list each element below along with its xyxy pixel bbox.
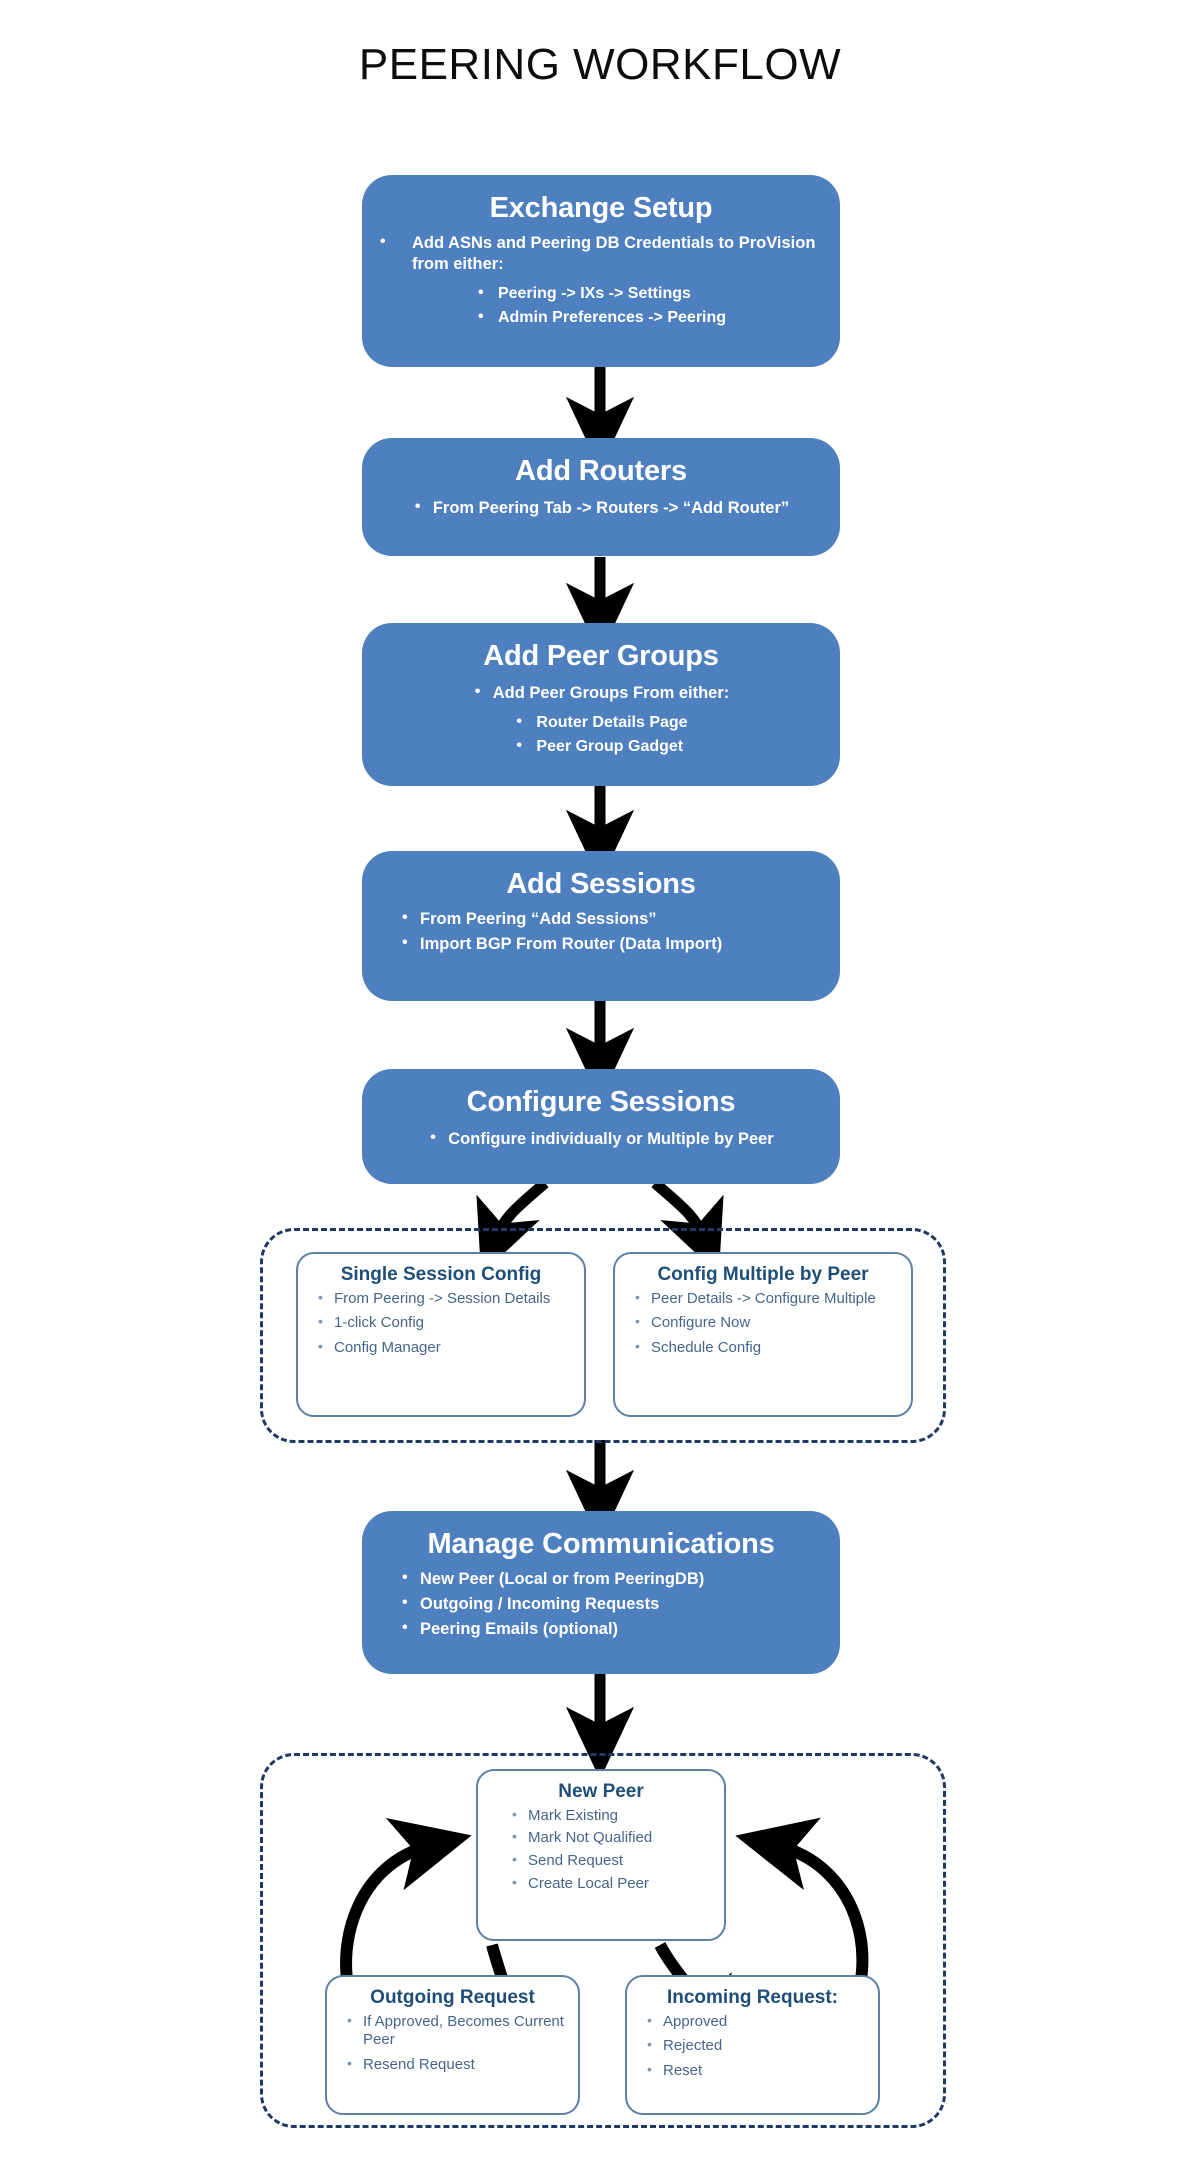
step-title: Configure Sessions — [466, 1086, 736, 1118]
step-title: Manage Communications — [427, 1528, 775, 1560]
bullet-list: Configure individually or Multiple by Pe… — [428, 1127, 773, 1154]
bullet-item: Approved — [645, 2012, 868, 2032]
bullet-item: Mark Not Qualified — [510, 1828, 714, 1848]
bullet-item: Peering Emails (optional) — [400, 1618, 824, 1640]
card-title: New Peer — [558, 1781, 644, 1802]
config-options-group — [260, 1228, 946, 1443]
page-title: PEERING WORKFLOW — [358, 40, 842, 89]
bullet-item: From Peering Tab -> Routers -> “Add Rout… — [413, 497, 789, 519]
step-title: Add Peer Groups — [483, 640, 719, 672]
card-title: Config Multiple by Peer — [657, 1264, 869, 1285]
bullet-wrap: Add Peer Groups From either: — [378, 681, 824, 708]
sub-bullet-item: Router Details Page — [514, 712, 687, 733]
bullet-list: From Peering Tab -> Routers -> “Add Rout… — [413, 496, 789, 523]
step-add-peer-groups[interactable]: Add Peer Groups Add Peer Groups From eit… — [362, 623, 840, 786]
bullet-item: Outgoing / Incoming Requests — [400, 1593, 824, 1615]
step-title: Add Sessions — [506, 868, 696, 900]
sub-bullet-item: Admin Preferences -> Peering — [476, 307, 726, 328]
bullet-wrap: From Peering Tab -> Routers -> “Add Rout… — [378, 496, 824, 523]
card-config-multiple-by-peer[interactable]: Config Multiple by Peer Peer Details -> … — [613, 1252, 913, 1417]
bullet-list: Mark Existing Mark Not Qualified Send Re… — [488, 1806, 714, 1894]
bullet-item: Mark Existing — [510, 1806, 714, 1826]
bullet-wrap: Configure individually or Multiple by Pe… — [378, 1127, 824, 1154]
bullet-item: Add ASNs and Peering DB Credentials to P… — [378, 232, 824, 275]
step-title: Add Routers — [515, 455, 687, 487]
sub-bullet-item: Peering -> IXs -> Settings — [476, 283, 726, 304]
card-title: Single Session Config — [340, 1264, 542, 1285]
sub-bullet-list: Router Details Page Peer Group Gadget — [514, 710, 687, 760]
bullet-list: Peer Details -> Configure Multiple Confi… — [625, 1289, 901, 1358]
bullet-item: Reset — [645, 2061, 868, 2081]
step-manage-communications[interactable]: Manage Communications New Peer (Local or… — [362, 1511, 840, 1674]
card-incoming-request[interactable]: Incoming Request: Approved Rejected Rese… — [625, 1975, 880, 2115]
bullet-list: Approved Rejected Reset — [637, 2012, 868, 2081]
bullet-item: If Approved, Becomes Current Peer — [345, 2012, 568, 2050]
bullet-item: Create Local Peer — [510, 1874, 714, 1894]
sub-bullet-wrap: Router Details Page Peer Group Gadget — [378, 708, 824, 760]
bullet-item: Add Peer Groups From either: — [473, 682, 730, 704]
bullet-item: Configure individually or Multiple by Pe… — [428, 1128, 773, 1150]
communications-group — [260, 1753, 946, 2128]
bullet-item: Configure Now — [633, 1313, 901, 1333]
bullet-item: Schedule Config — [633, 1338, 901, 1358]
step-add-sessions[interactable]: Add Sessions From Peering “Add Sessions”… — [362, 851, 840, 1001]
bullet-list: From Peering -> Session Details 1-click … — [308, 1289, 574, 1358]
bullet-item: 1-click Config — [316, 1313, 574, 1333]
bullet-item: Resend Request — [345, 2055, 568, 2075]
bullet-item: Peer Details -> Configure Multiple — [633, 1289, 901, 1309]
bullet-list: If Approved, Becomes Current Peer Resend… — [337, 2012, 568, 2075]
bullet-item: From Peering “Add Sessions” — [400, 908, 824, 930]
card-single-session-config[interactable]: Single Session Config From Peering -> Se… — [296, 1252, 586, 1417]
bullet-item: Import BGP From Router (Data Import) — [400, 933, 824, 955]
step-configure-sessions[interactable]: Configure Sessions Configure individuall… — [362, 1069, 840, 1184]
card-new-peer[interactable]: New Peer Mark Existing Mark Not Qualifie… — [476, 1769, 726, 1941]
card-title: Outgoing Request — [370, 1987, 535, 2008]
bullet-list: From Peering “Add Sessions” Import BGP F… — [378, 908, 824, 955]
bullet-list: Add ASNs and Peering DB Credentials to P… — [378, 232, 824, 275]
step-add-routers[interactable]: Add Routers From Peering Tab -> Routers … — [362, 438, 840, 556]
sub-bullet-wrap: Peering -> IXs -> Settings Admin Prefere… — [378, 279, 824, 331]
bullet-item: Config Manager — [316, 1338, 574, 1358]
bullet-item: Send Request — [510, 1851, 714, 1871]
sub-bullet-list: Peering -> IXs -> Settings Admin Prefere… — [476, 281, 726, 331]
bullet-list: Add Peer Groups From either: — [473, 681, 730, 708]
step-title: Exchange Setup — [489, 192, 713, 224]
bullet-item: New Peer (Local or from PeeringDB) — [400, 1568, 824, 1590]
bullet-list: New Peer (Local or from PeeringDB) Outgo… — [378, 1568, 824, 1640]
sub-bullet-item: Peer Group Gadget — [514, 736, 687, 757]
card-title: Incoming Request: — [666, 1987, 838, 2008]
bullet-item: Rejected — [645, 2036, 868, 2056]
card-outgoing-request[interactable]: Outgoing Request If Approved, Becomes Cu… — [325, 1975, 580, 2115]
step-exchange-setup[interactable]: Exchange Setup Add ASNs and Peering DB C… — [362, 175, 840, 367]
bullet-item: From Peering -> Session Details — [316, 1289, 574, 1309]
